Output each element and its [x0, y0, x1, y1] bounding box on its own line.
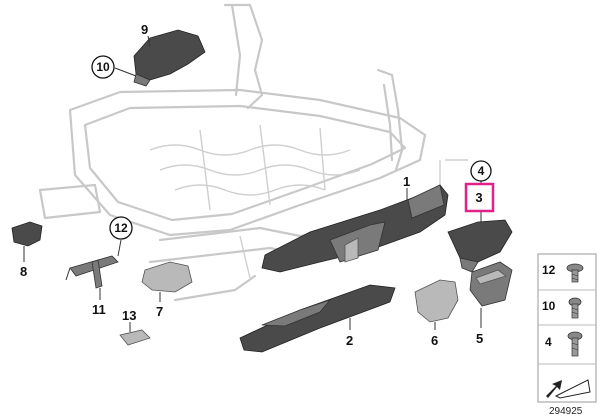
callout-12: 12	[114, 221, 128, 235]
legend-frame	[537, 253, 597, 403]
catalog-id: 294925	[549, 406, 583, 417]
callout-1: 1	[403, 174, 410, 189]
direction-arrow-icon	[546, 379, 591, 399]
callout-10-circle	[91, 55, 115, 79]
callout-11: 11	[92, 302, 106, 317]
callouts: 9 10 1 4 3 5 6 2 7 8 11 12 13	[20, 22, 495, 348]
part-3-bracket	[447, 219, 513, 273]
legend-label-4: 4	[545, 335, 552, 349]
part-5-cover	[469, 261, 513, 307]
callout-12-circle	[109, 216, 133, 240]
callout-10: 10	[96, 60, 110, 74]
callout-4-circle	[470, 160, 492, 182]
part-6-cover	[414, 279, 459, 323]
part-13-clip	[119, 329, 151, 346]
fastener-legend: 12 10 4	[537, 253, 597, 403]
part-7-cap	[141, 261, 193, 293]
seat-frame	[38, 3, 468, 302]
callout-2: 2	[346, 333, 353, 348]
callout-4: 4	[478, 164, 485, 178]
screw-round-head-icon	[568, 297, 582, 319]
legend-label-12: 12	[542, 263, 556, 277]
part-9-cover	[133, 29, 206, 87]
part-1-side-trim	[261, 184, 449, 273]
leader-lines	[23, 35, 482, 332]
callout-6: 6	[431, 333, 438, 348]
screw-flat-head-icon	[566, 263, 584, 283]
callout-9: 9	[141, 22, 148, 37]
screw-hex-head-icon	[567, 331, 583, 357]
part-8-cap	[11, 221, 43, 247]
part-11-bracket	[65, 255, 119, 289]
legend-label-10: 10	[542, 299, 556, 313]
callout-8: 8	[20, 264, 27, 279]
callout-13: 13	[122, 308, 136, 323]
callout-5: 5	[476, 331, 483, 346]
callout-3: 3	[475, 190, 482, 205]
callout-7: 7	[156, 304, 163, 319]
callout-3-highlight-box	[464, 182, 495, 213]
part-2-lower-trim	[239, 284, 396, 353]
